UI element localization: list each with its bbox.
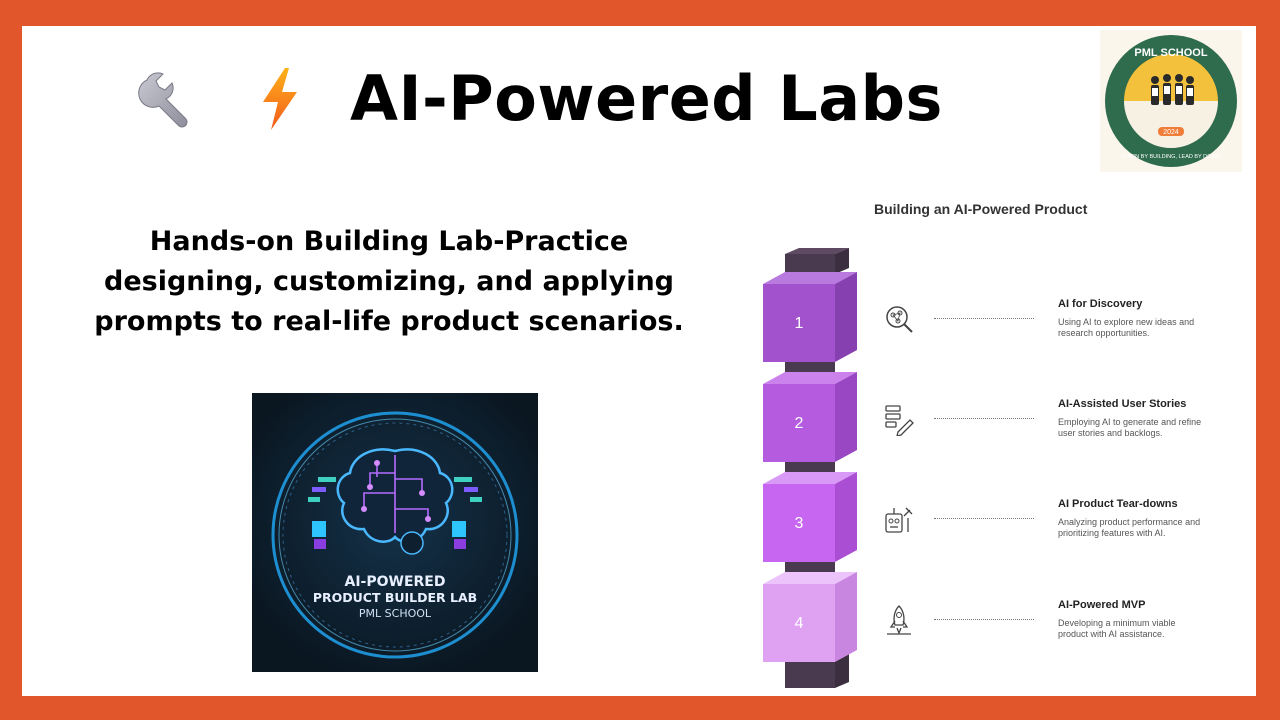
step-4-description: Developing a minimum viable product with… <box>1058 618 1248 640</box>
wrench-icon <box>138 72 188 128</box>
step-1-desc-line1: Using AI to explore new ideas and <box>1058 317 1195 327</box>
step-3-description: Analyzing product performance and priori… <box>1058 517 1248 539</box>
step-3-heading: AI Product Tear-downs <box>1058 498 1178 510</box>
step-2-desc-line1: Employing AI to generate and refine <box>1058 417 1202 427</box>
step-4: AI-Powered MVP Developing a minimum viab… <box>1058 599 1248 640</box>
step-3-desc-line1: Analyzing product performance and <box>1058 517 1201 527</box>
block-number-4: 4 <box>795 615 804 632</box>
step-1: AI for Discovery Using AI to explore new… <box>1058 298 1248 339</box>
step-2: AI-Assisted User Stories Employing AI to… <box>1058 398 1248 439</box>
lab-description: Hands-on Building Lab-Practice designing… <box>94 226 684 337</box>
block-number-2: 2 <box>795 415 804 432</box>
step-1-heading: AI for Discovery <box>1058 298 1143 310</box>
step-1-description: Using AI to explore new ideas and resear… <box>1058 317 1248 339</box>
block-number-1: 1 <box>795 315 804 332</box>
step-2-heading: AI-Assisted User Stories <box>1058 398 1187 410</box>
diagram-title: Building an AI-Powered Product <box>874 201 1088 217</box>
block-1 <box>763 284 835 362</box>
step-3-connector-line <box>934 518 1034 519</box>
step-3-desc-line2: prioritizing features with AI. <box>1058 528 1166 538</box>
ai-product-builder-lab-image: AI-POWERED PRODUCT BUILDER LAB PML SCHOO… <box>252 393 538 672</box>
logo-year: 2024 <box>1163 129 1179 136</box>
logo-name: PML SCHOOL <box>1134 47 1207 59</box>
teardown-icon <box>885 507 913 533</box>
step-4-connector-line <box>934 619 1034 620</box>
step-2-desc-line2: user stories and backlogs. <box>1058 428 1163 438</box>
block-3-top <box>763 472 857 484</box>
step-4-desc-line1: Developing a minimum viable <box>1058 618 1176 628</box>
step-4-desc-line2: product with AI assistance. <box>1058 629 1165 639</box>
slide: AI-Powered Labs PML SCHOOL 2024 LEARN BY… <box>22 26 1256 696</box>
pml-school-logo: PML SCHOOL 2024 LEARN BY BUILDING, LEAD … <box>1100 30 1242 172</box>
block-stack: 1 2 3 4 <box>763 248 857 688</box>
rocket-icon <box>887 605 911 635</box>
block-4-top <box>763 572 857 584</box>
title-row: AI-Powered Labs PML SCHOOL 2024 LEARN BY… <box>22 26 1256 176</box>
step-2-description: Employing AI to generate and refine user… <box>1058 417 1248 439</box>
lab-image-line1: AI-POWERED <box>345 574 446 590</box>
discovery-icon <box>886 306 913 333</box>
page-title: AI-Powered Labs <box>350 62 943 135</box>
block-1-top <box>763 272 857 284</box>
block-number-3: 3 <box>795 515 804 532</box>
step-3: AI Product Tear-downs Analyzing product … <box>1058 498 1248 539</box>
step-1-connector-line <box>934 318 1034 319</box>
logo-tagline: LEARN BY BUILDING, LEAD BY DOING <box>1121 154 1221 160</box>
step-4-heading: AI-Powered MVP <box>1058 599 1146 611</box>
stack-top-connector <box>785 254 835 274</box>
stack-bottom-connector <box>785 658 835 688</box>
step-2-connector-line <box>934 418 1034 419</box>
block-4 <box>763 584 835 662</box>
lab-image-line2: PRODUCT BUILDER LAB <box>313 590 477 605</box>
step-1-desc-line2: research opportunities. <box>1058 328 1150 338</box>
block-2 <box>763 384 835 462</box>
user-stories-icon <box>885 405 914 436</box>
lab-image-line3: PML SCHOOL <box>359 607 432 620</box>
block-3 <box>763 484 835 562</box>
block-2-top <box>763 372 857 384</box>
lightning-bolt-icon <box>263 68 297 130</box>
